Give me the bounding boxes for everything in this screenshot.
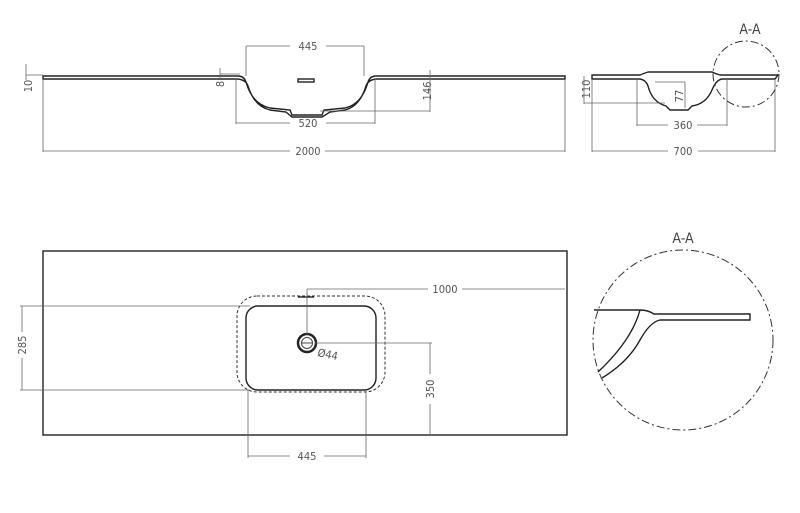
dim-drain-diameter: Ø44 — [316, 346, 339, 363]
top-view: Ø44 1000 285 350 445 — [16, 250, 568, 463]
basin-outer-outline — [236, 295, 386, 393]
dim-110: 110 — [580, 80, 593, 99]
side-elevation: 360 700 110 77 A-A — [580, 22, 780, 158]
dim-8: 8 — [214, 81, 227, 87]
dim-146: 146 — [421, 82, 434, 101]
front-elevation: 445 520 2000 10 8 146 — [22, 40, 566, 158]
dim-285: 285 — [16, 336, 29, 355]
dim-520: 520 — [299, 117, 318, 130]
section-label: A-A — [739, 22, 761, 38]
dim-350: 350 — [424, 380, 437, 399]
dim-445-top: 445 — [299, 40, 318, 53]
detail-section: A-A — [592, 231, 774, 431]
dim-1000: 1000 — [432, 283, 457, 296]
dim-360: 360 — [674, 119, 693, 132]
dim-10: 10 — [22, 80, 35, 93]
basin-inner-outline — [245, 305, 377, 391]
detail-circle — [592, 249, 774, 431]
dim-445-bottom: 445 — [298, 450, 317, 463]
dim-2000: 2000 — [295, 145, 320, 158]
drain-icon — [296, 332, 318, 354]
dim-700: 700 — [674, 145, 693, 158]
overflow-slot — [297, 78, 315, 83]
detail-label: A-A — [672, 231, 694, 247]
section-marker-circle — [712, 40, 780, 108]
dim-77: 77 — [673, 90, 686, 103]
countertop-outline — [42, 250, 568, 436]
